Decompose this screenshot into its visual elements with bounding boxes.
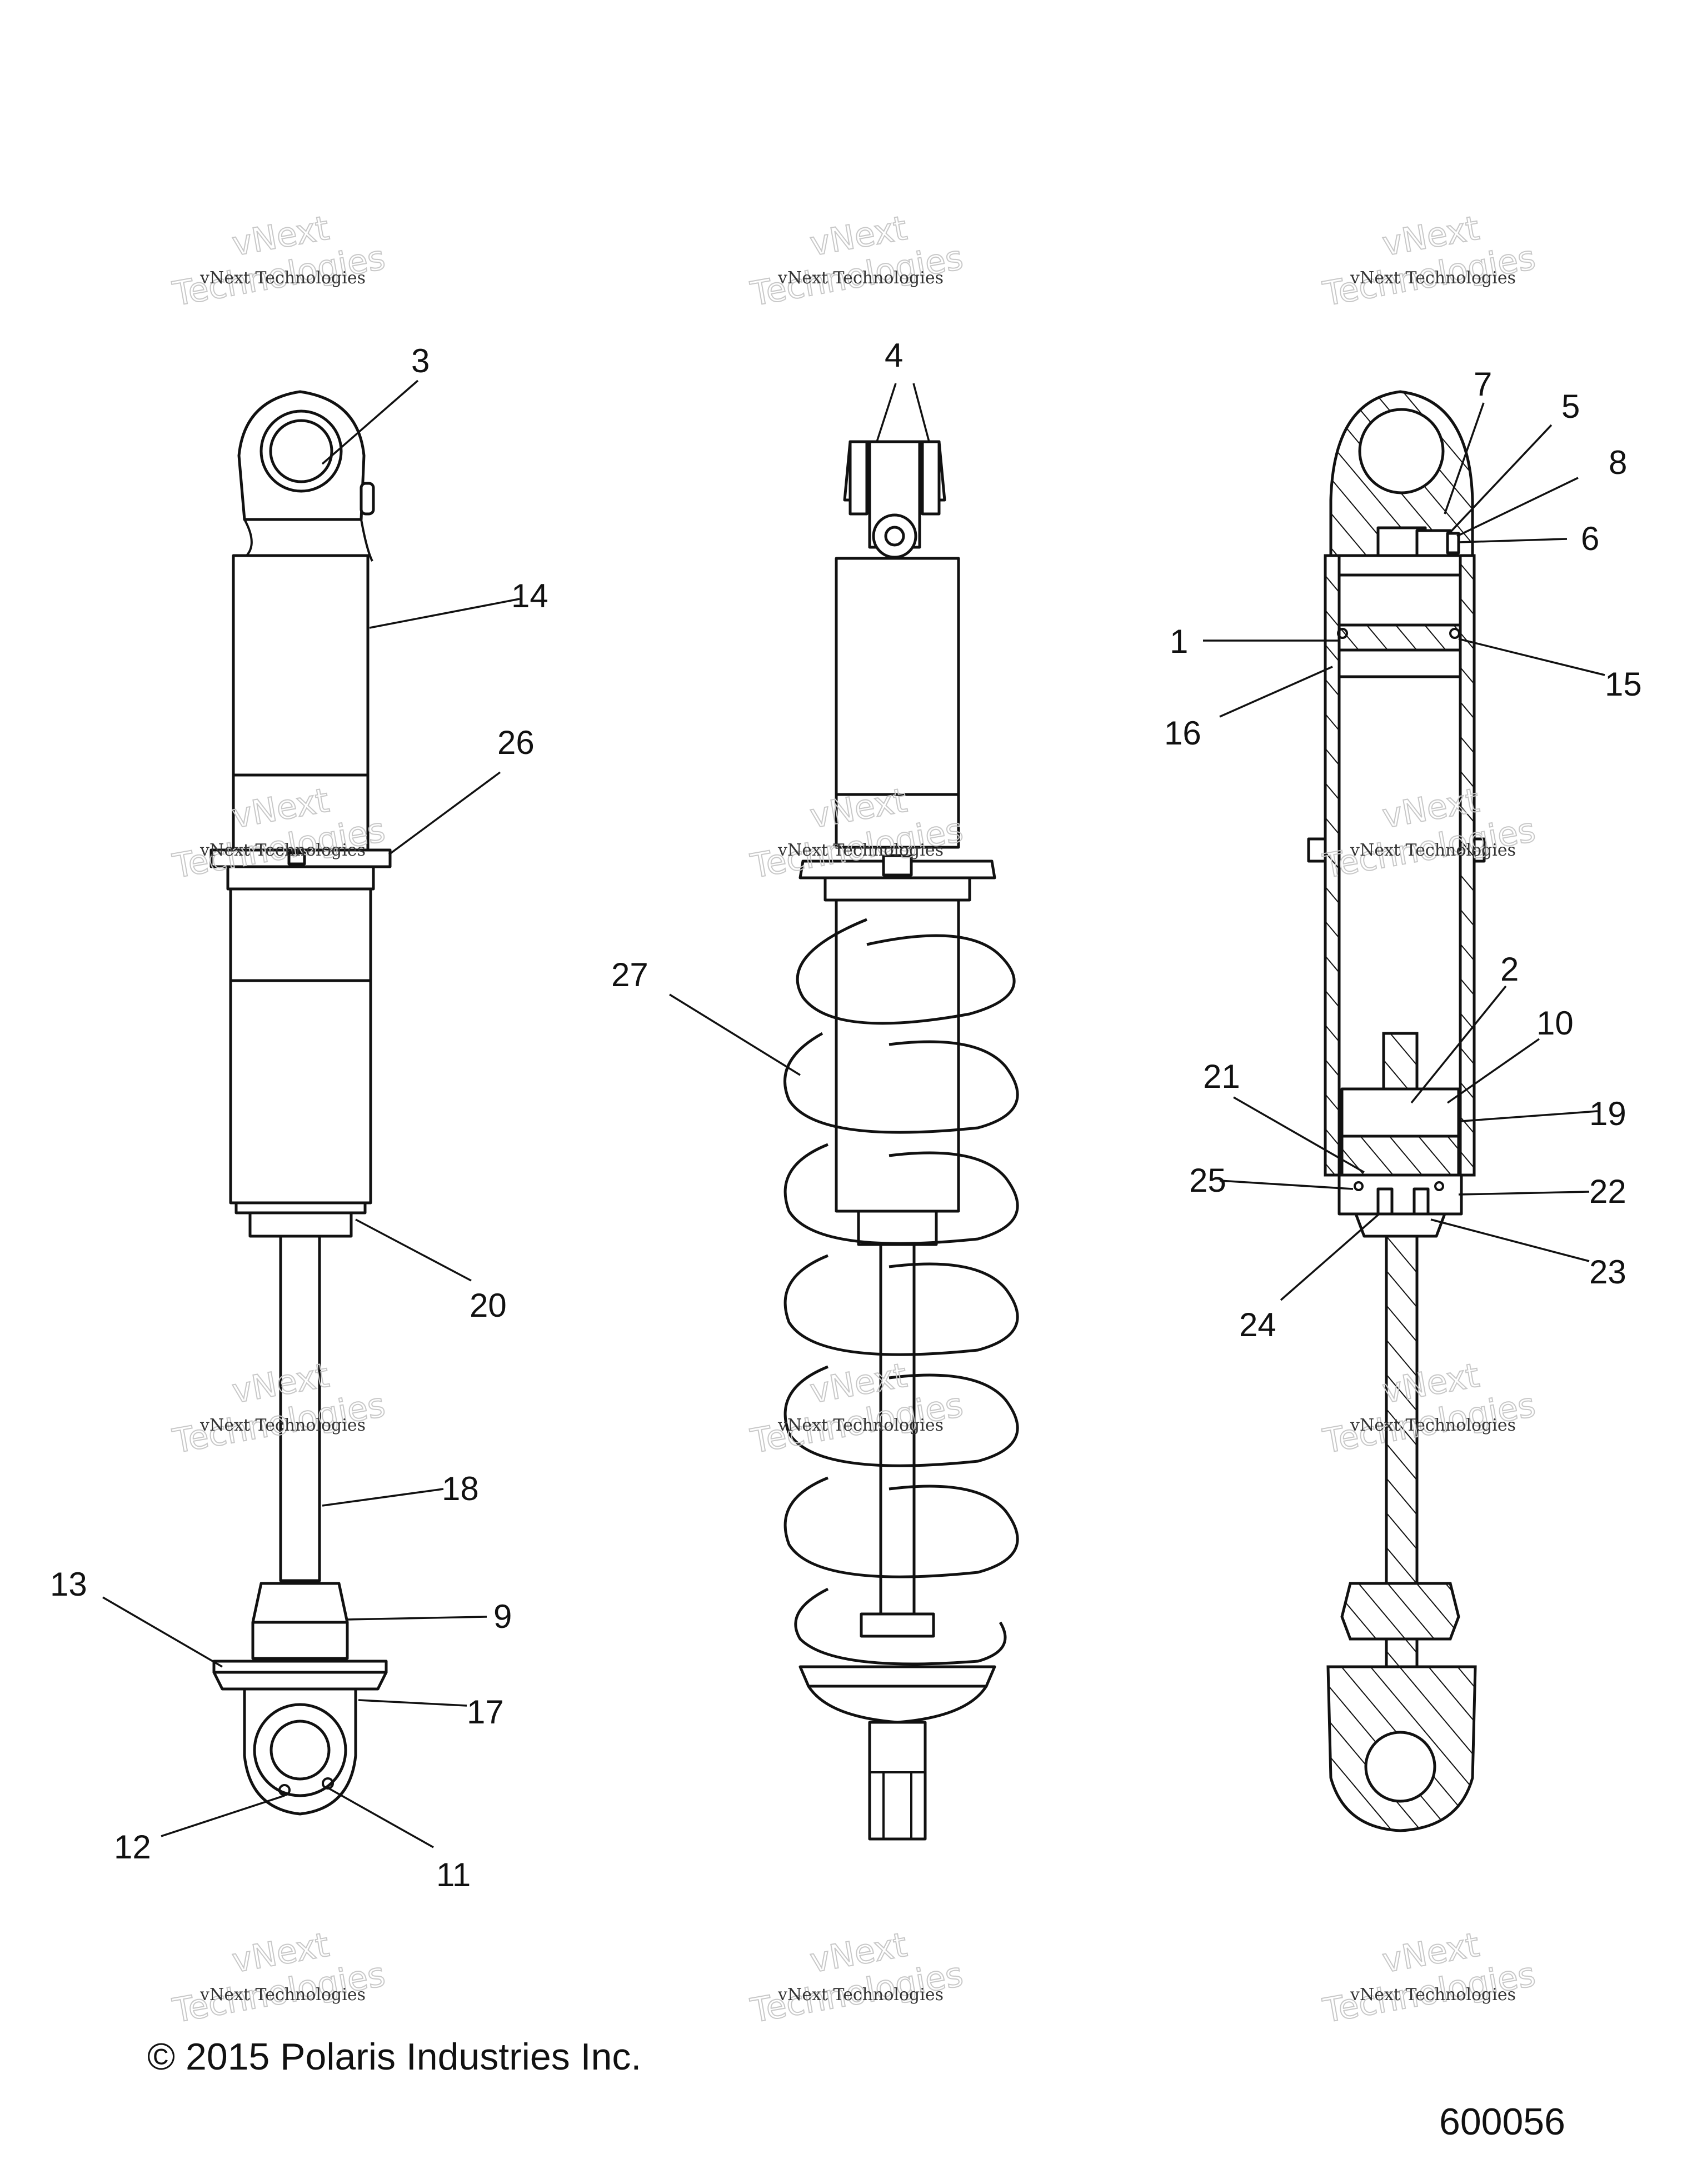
svg-text:vNext Technologies: vNext Technologies	[777, 841, 944, 860]
watermark: vNext Technologies vNext Technologies	[1320, 781, 1539, 887]
svg-text:vNext Technologies: vNext Technologies	[199, 268, 366, 288]
watermark: vNext Technologies vNext Technologies	[169, 1925, 389, 2031]
right-shock-cross-section	[1307, 390, 1486, 1832]
watermark: vNext Technologies vNext Technologies	[1320, 1925, 1539, 2031]
svg-text:vNext Technologies: vNext Technologies	[777, 268, 944, 288]
watermark: vNext Technologies vNext Technologies	[747, 1925, 967, 2031]
callout-27: 27	[611, 956, 648, 993]
callout-6: 6	[1581, 520, 1599, 557]
left-shock-exterior	[209, 390, 392, 1816]
svg-text:vNext Technologies: vNext Technologies	[1350, 1416, 1516, 1435]
watermark: vNext Technologies vNext Technologies	[1320, 208, 1539, 314]
callout-17: 17	[467, 1693, 504, 1731]
callout-23: 23	[1589, 1253, 1626, 1291]
callout-19: 19	[1589, 1095, 1626, 1132]
leader-lines	[102, 379, 1605, 1848]
callout-9: 9	[493, 1598, 512, 1635]
callout-18: 18	[442, 1470, 479, 1507]
callout-24: 24	[1239, 1306, 1276, 1343]
middle-shock-with-spring	[783, 440, 1019, 1841]
watermark: vNext Technologies vNext Technologies	[169, 1356, 389, 1462]
callout-1: 1	[1170, 623, 1188, 660]
callout-10: 10	[1536, 1004, 1574, 1042]
svg-text:vNext Technologies: vNext Technologies	[199, 841, 366, 860]
callout-26: 26	[497, 724, 535, 761]
callout-2: 2	[1500, 951, 1519, 988]
callout-4: 4	[885, 337, 903, 374]
callout-12: 12	[114, 1828, 151, 1866]
callout-7: 7	[1474, 366, 1492, 403]
callout-13: 13	[50, 1566, 87, 1603]
svg-text:vNext Technologies: vNext Technologies	[1350, 268, 1516, 288]
callout-25: 25	[1189, 1162, 1226, 1199]
watermark: vNext Technologies vNext Technologies	[747, 208, 967, 314]
svg-text:vNext Technologies: vNext Technologies	[199, 1416, 366, 1435]
callout-20: 20	[470, 1287, 507, 1324]
callout-22: 22	[1589, 1173, 1626, 1210]
callout-14: 14	[511, 577, 548, 614]
copyright-text: © 2015 Polaris Industries Inc.	[147, 2036, 641, 2078]
svg-text:vNext Technologies: vNext Technologies	[199, 1985, 366, 2005]
callout-15: 15	[1605, 666, 1642, 703]
svg-text:vNext Technologies: vNext Technologies	[1350, 841, 1516, 860]
watermark: vNext Technologies vNext Technologies	[747, 1356, 967, 1462]
callout-5: 5	[1561, 388, 1580, 425]
callout-3: 3	[411, 342, 430, 379]
svg-text:vNext Technologies: vNext Technologies	[1350, 1985, 1516, 2005]
callout-16: 16	[1164, 714, 1201, 752]
callout-11: 11	[436, 1856, 471, 1893]
watermark: vNext Technologies vNext Technologies	[1320, 1356, 1539, 1462]
callout-labels: 3 14 26 20 18 9 13 17 12 11 4 27 7 5 8 6…	[50, 337, 1642, 1893]
figure-number: 600056	[1439, 2101, 1565, 2143]
callout-8: 8	[1609, 444, 1627, 481]
callout-21: 21	[1203, 1058, 1240, 1095]
svg-text:vNext Technologies: vNext Technologies	[777, 1416, 944, 1435]
svg-text:vNext Technologies: vNext Technologies	[777, 1985, 944, 2005]
watermark: vNext Technologies vNext Technologies	[169, 208, 389, 314]
